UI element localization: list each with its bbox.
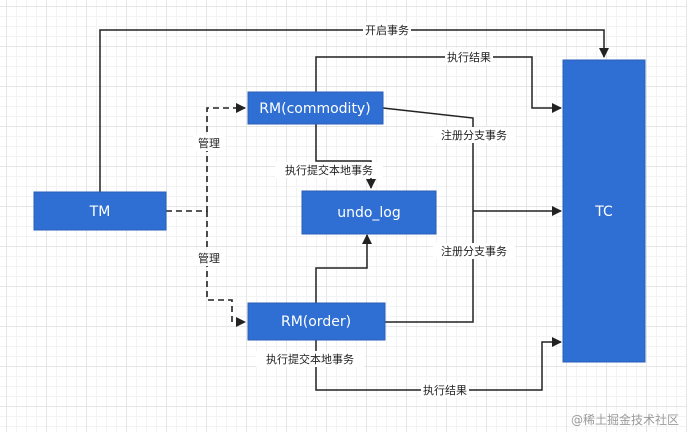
edge-tm-to-tc xyxy=(99,29,609,192)
label-commit-local-top: 执行提交本地事务 xyxy=(285,163,373,177)
label-manage-top: 管理 xyxy=(198,136,220,150)
node-tm-box[interactable] xyxy=(33,191,167,231)
label-register-branch-bottom: 注册分支事务 xyxy=(441,244,507,258)
node-undo-log-label: undo_log xyxy=(337,205,401,221)
edge-rm-order-undo xyxy=(315,234,372,303)
node-tc[interactable]: TC xyxy=(562,59,646,363)
edge-rm-order-result xyxy=(315,337,562,391)
label-manage-bottom: 管理 xyxy=(198,251,220,265)
node-rm-commodity-label: RM(commodity) xyxy=(259,101,370,117)
node-undo-log-box[interactable] xyxy=(301,190,437,235)
edge-rm-commodity-undo xyxy=(315,124,376,189)
node-rm-commodity-box[interactable] xyxy=(247,91,384,125)
node-tm[interactable]: TM xyxy=(33,191,167,231)
edge-rm-commodity-register xyxy=(382,107,474,211)
node-tm-label: TM xyxy=(89,204,111,220)
label-begin-tx: 开启事务 xyxy=(365,24,409,37)
node-rm-order[interactable]: RM(order) xyxy=(247,302,386,341)
edges xyxy=(99,29,609,391)
label-exec-result-bottom: 执行结果 xyxy=(423,383,467,397)
node-tc-box[interactable] xyxy=(562,59,646,363)
watermark: @稀土掘金技术社区 xyxy=(571,412,679,427)
label-register-branch-top: 注册分支事务 xyxy=(441,128,507,142)
node-tc-label: TC xyxy=(594,204,613,220)
node-rm-order-label: RM(order) xyxy=(281,314,351,330)
node-rm-order-box[interactable] xyxy=(247,302,386,341)
node-undo-log[interactable]: undo_log xyxy=(301,190,437,235)
label-exec-result-top: 执行结果 xyxy=(447,50,491,64)
node-rm-commodity[interactable]: RM(commodity) xyxy=(247,91,384,125)
edge-tm-manage-order xyxy=(206,211,246,327)
label-commit-local-bottom: 执行提交本地事务 xyxy=(266,352,354,366)
edge-labels: 开启事务 执行结果 注册分支事务 注册分支事务 执行结果 管理 管理 执行提交本… xyxy=(193,22,515,398)
edge-rm-commodity-result xyxy=(315,56,562,113)
edge-tm-manage-commodity xyxy=(166,103,246,212)
